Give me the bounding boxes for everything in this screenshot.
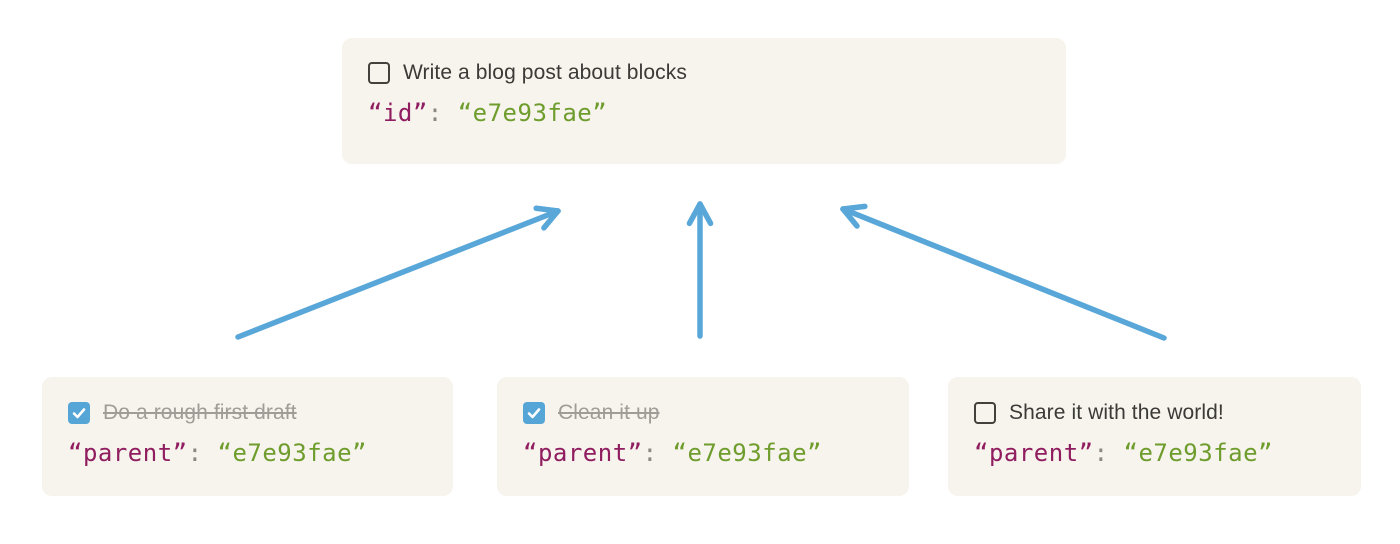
- code-value: “e7e93fae”: [672, 439, 822, 467]
- task-line: Do a rough first draft: [68, 402, 427, 424]
- checkbox-checked-icon[interactable]: [523, 402, 545, 424]
- code-key: “parent”: [523, 439, 643, 467]
- checkbox-checked-icon[interactable]: [68, 402, 90, 424]
- task-label: Clean it up: [558, 401, 660, 424]
- task-line: Share it with the world!: [974, 402, 1335, 424]
- task-card-child-1: Do a rough first draft “parent”: “e7e93f…: [42, 377, 453, 496]
- code-line: “id”: “e7e93fae”: [368, 99, 1040, 128]
- task-label: Write a blog post about blocks: [403, 61, 687, 84]
- code-key: “parent”: [974, 439, 1094, 467]
- arrow-child-1-to-parent: [235, 205, 561, 340]
- task-card-parent: Write a blog post about blocks “id”: “e7…: [342, 38, 1066, 164]
- code-value: “e7e93fae”: [1123, 439, 1273, 467]
- checkbox-unchecked-icon[interactable]: [974, 402, 996, 424]
- code-value: “e7e93fae”: [457, 99, 608, 127]
- arrow-child-3-to-parent: [840, 203, 1167, 341]
- arrow-child-2-to-parent: [686, 201, 714, 339]
- code-colon: :: [187, 439, 218, 467]
- code-line: “parent”: “e7e93fae”: [68, 439, 427, 468]
- task-card-child-3: Share it with the world! “parent”: “e7e9…: [948, 377, 1361, 496]
- code-key: “parent”: [68, 439, 188, 467]
- code-line: “parent”: “e7e93fae”: [523, 439, 883, 468]
- checkbox-unchecked-icon[interactable]: [368, 62, 390, 84]
- code-colon: :: [427, 99, 458, 127]
- task-label: Do a rough first draft: [103, 401, 297, 424]
- code-line: “parent”: “e7e93fae”: [974, 439, 1335, 468]
- task-line: Clean it up: [523, 402, 883, 424]
- code-key: “id”: [368, 99, 428, 127]
- task-label: Share it with the world!: [1009, 401, 1224, 424]
- task-line: Write a blog post about blocks: [368, 62, 1040, 84]
- code-colon: :: [1093, 439, 1124, 467]
- task-card-child-2: Clean it up “parent”: “e7e93fae”: [497, 377, 909, 496]
- code-value: “e7e93fae”: [217, 439, 367, 467]
- code-colon: :: [642, 439, 673, 467]
